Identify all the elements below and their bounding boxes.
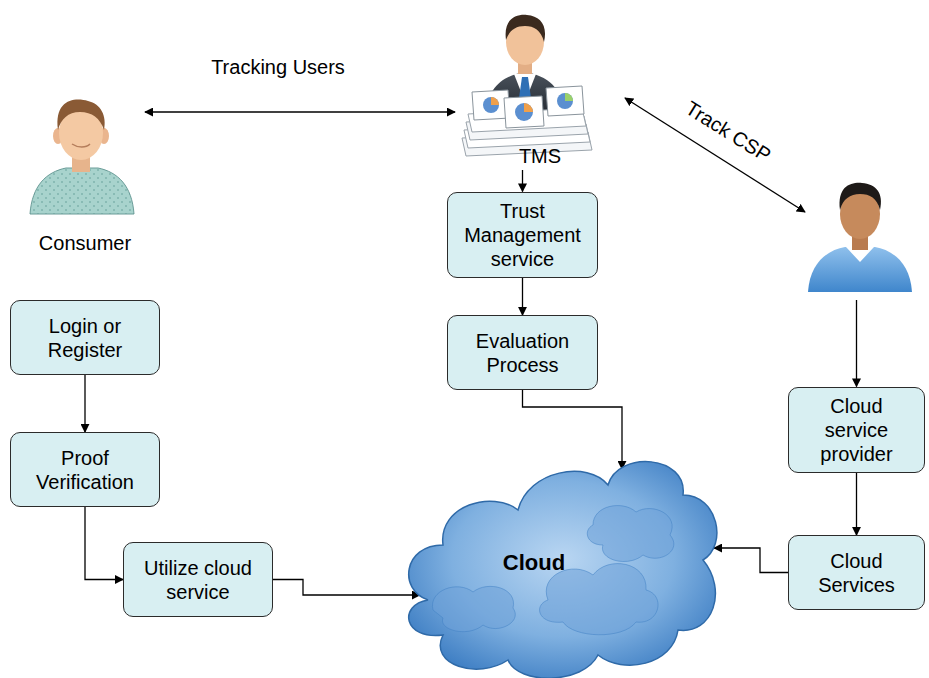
provider-figure xyxy=(808,247,912,292)
report-stack xyxy=(557,93,573,109)
cloud-outline xyxy=(409,462,717,678)
process-box: Trust Management service xyxy=(447,192,598,278)
box-label: Cloud Services xyxy=(798,549,915,597)
box-label: Utilize cloud service xyxy=(133,556,263,604)
consumer-figure xyxy=(30,100,134,214)
box-label: Evaluation Process xyxy=(457,329,588,377)
connector-arrow xyxy=(85,507,123,580)
process-box: Login or Register xyxy=(10,300,160,375)
box-label: Trust Management service xyxy=(457,199,588,271)
actor-label: TMS xyxy=(519,144,561,168)
report-stack xyxy=(504,96,544,128)
report-stack xyxy=(515,103,533,121)
tms-figure xyxy=(506,15,545,42)
cloud-shape: Cloud xyxy=(398,450,720,678)
connector-arrow xyxy=(522,278,523,316)
connector-arrow xyxy=(714,548,788,573)
report-stack xyxy=(491,97,499,105)
cloud-label: Cloud xyxy=(503,550,565,576)
consumer-figure xyxy=(72,144,90,147)
connector-arrow xyxy=(625,98,805,212)
process-box: Utilize cloud service xyxy=(123,542,273,617)
connector-arrow xyxy=(856,300,857,387)
box-label: Proof Verification xyxy=(20,446,150,494)
provider-figure xyxy=(808,183,912,292)
actor-label: Consumer xyxy=(39,231,131,255)
tms-actor: TMS xyxy=(455,0,625,168)
connector-arrow xyxy=(84,375,85,432)
process-box: Cloud Services xyxy=(788,535,925,610)
box-label: Login or Register xyxy=(20,314,150,362)
provider-figure xyxy=(840,183,881,210)
process-box: Proof Verification xyxy=(10,432,160,507)
tms-figure xyxy=(462,15,592,156)
consumer-actor: Consumer xyxy=(25,95,145,255)
cloud-outline xyxy=(398,450,720,678)
consumer-figure xyxy=(57,100,104,130)
process-box: Cloud service provider xyxy=(788,387,925,473)
connector-arrow xyxy=(273,580,420,596)
process-box: Evaluation Process xyxy=(447,315,598,390)
report-stack xyxy=(462,86,592,156)
cloud-puff xyxy=(587,506,674,562)
report-stack xyxy=(565,93,573,101)
box-label: Cloud service provider xyxy=(798,394,915,466)
provider-actor xyxy=(805,170,915,300)
edge-label: Tracking Users xyxy=(208,56,348,79)
connector-arrow xyxy=(522,170,523,192)
connector-arrow xyxy=(145,111,455,112)
cloud-puff xyxy=(540,564,658,635)
cloud-puff xyxy=(432,586,515,631)
connector-arrow xyxy=(523,390,623,469)
edge-label: Track CSP xyxy=(679,95,778,169)
report-stack xyxy=(546,86,584,116)
report-stack xyxy=(483,97,499,113)
connector-arrow xyxy=(856,473,857,536)
consumer-figure xyxy=(30,168,134,214)
report-stack xyxy=(524,103,533,112)
